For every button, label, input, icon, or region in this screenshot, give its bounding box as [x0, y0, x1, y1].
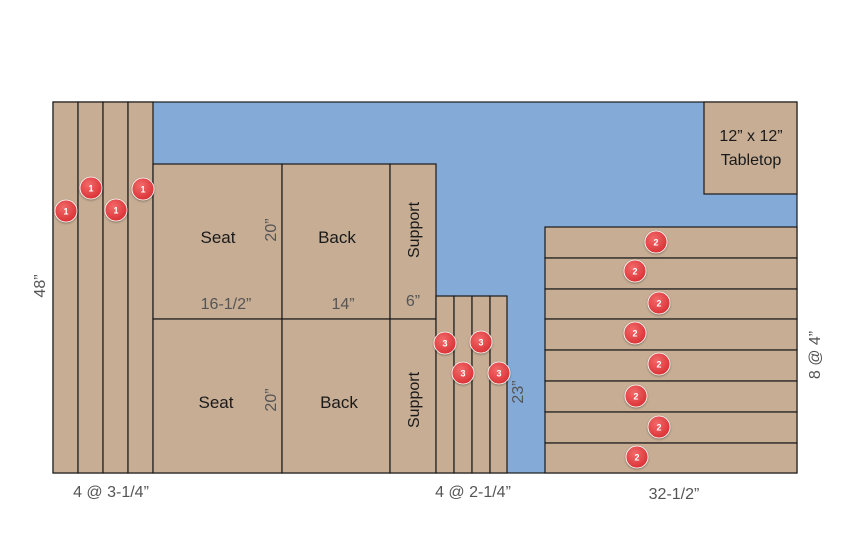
support-piece-bottom	[389, 318, 437, 474]
badge-1-number: 1	[63, 207, 68, 217]
back-piece-top	[281, 163, 391, 320]
badge-2-number: 2	[653, 238, 658, 248]
badge-1: 1	[131, 177, 155, 201]
badge-2: 2	[647, 352, 671, 376]
left-strip	[127, 101, 154, 474]
badge-2: 2	[647, 415, 671, 439]
badge-2-number: 2	[633, 392, 638, 402]
medium-strip	[435, 295, 455, 474]
seat-piece-bottom	[152, 318, 283, 474]
medium-strips	[435, 295, 508, 474]
seat-label-top: Seat	[201, 228, 236, 247]
badge-1-number: 1	[140, 185, 145, 195]
badge-2-number: 2	[656, 299, 661, 309]
long-slat	[544, 226, 798, 259]
badge-1: 1	[79, 176, 103, 200]
long-slat	[544, 411, 798, 444]
badge-3-number: 3	[442, 339, 447, 349]
seat-piece-top	[152, 163, 283, 320]
badge-3: 3	[451, 361, 475, 385]
badge-3: 3	[469, 330, 493, 354]
back-label-top: Back	[318, 228, 356, 247]
left-strip	[77, 101, 104, 474]
seat-width-dimension: 16-1/2”	[201, 296, 252, 313]
badge-1: 1	[54, 199, 78, 223]
long-slat	[544, 318, 798, 351]
badge-2-number: 2	[656, 360, 661, 370]
badge-3: 3	[433, 331, 457, 355]
badge-1: 1	[104, 198, 128, 222]
sheet-height-dimension: 48”	[32, 274, 49, 297]
medium-strip-length-dimension: 23”	[510, 380, 527, 403]
tabletop-piece	[703, 101, 798, 195]
left-strips	[52, 101, 154, 474]
long-slat	[544, 288, 798, 320]
badge-3-number: 3	[496, 369, 501, 379]
seat-label-bottom: Seat	[199, 393, 234, 412]
left-strip	[102, 101, 129, 474]
badge-2-number: 2	[656, 423, 661, 433]
badge-2-number: 2	[634, 453, 639, 463]
left-strip	[52, 101, 79, 474]
badge-1-number: 1	[113, 206, 118, 216]
long-slat-length-dimension: 32-1/2”	[649, 486, 700, 503]
back-label-bottom: Back	[320, 393, 358, 412]
support-label-bottom: Support	[406, 371, 423, 428]
badge-2: 2	[623, 259, 647, 283]
medium-strip	[453, 295, 473, 474]
badge-2: 2	[644, 230, 668, 254]
badge-1-number: 1	[88, 184, 93, 194]
seat-depth-dimension-bottom: 20”	[263, 388, 280, 411]
long-slat	[544, 442, 798, 474]
support-width-dimension: 6”	[406, 293, 420, 310]
badge-2: 2	[625, 445, 649, 469]
tabletop-label: Tabletop	[721, 152, 782, 169]
back-width-dimension: 14”	[331, 296, 354, 313]
support-piece-top	[389, 163, 437, 320]
support-label-top: Support	[406, 201, 423, 258]
badge-3: 3	[487, 361, 511, 385]
seat-depth-dimension-top: 20”	[263, 218, 280, 241]
badge-3-number: 3	[460, 369, 465, 379]
badge-2-number: 2	[632, 267, 637, 277]
left-strips-dimension: 4 @ 3-1/4”	[73, 484, 149, 501]
back-piece-bottom	[281, 318, 391, 474]
medium-strip	[489, 295, 508, 474]
long-slats-dimension: 8 @ 4”	[807, 331, 824, 379]
badge-2-number: 2	[632, 329, 637, 339]
tabletop-size-label: 12” x 12”	[719, 128, 782, 145]
badge-2: 2	[623, 321, 647, 345]
long-slat	[544, 257, 798, 290]
badge-2: 2	[647, 291, 671, 315]
medium-strip	[471, 295, 491, 474]
medium-strips-dimension: 4 @ 2-1/4”	[435, 484, 511, 501]
badge-2: 2	[624, 384, 648, 408]
long-slat	[544, 380, 798, 413]
long-slats	[544, 226, 798, 474]
badge-3-number: 3	[478, 338, 483, 348]
long-slat	[544, 349, 798, 382]
